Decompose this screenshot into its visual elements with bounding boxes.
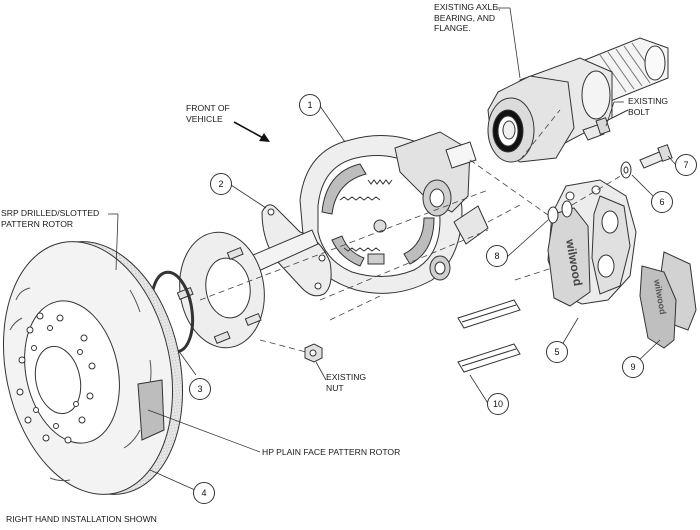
label-existing-nut: EXISTING NUT xyxy=(326,372,366,393)
callout-5: 5 xyxy=(546,341,568,363)
front-arrow xyxy=(233,121,270,142)
label-srp-rotor: SRP DRILLED/SLOTTED PATTERN ROTOR xyxy=(1,208,99,229)
label-existing-axle-line: BEARING, AND xyxy=(434,12,496,23)
installation-caption: RIGHT HAND INSTALLATION SHOWN xyxy=(6,514,157,524)
callout-9: 9 xyxy=(622,356,644,378)
axle-hub-flange xyxy=(176,229,319,349)
callout-7: 7 xyxy=(675,154,697,176)
rotor xyxy=(2,241,184,495)
label-existing-bolt-line: BOLT xyxy=(628,106,650,117)
existing-nut xyxy=(304,343,323,363)
label-existing-bolt-line: EXISTING xyxy=(628,96,669,106)
label-srp-rotor-line: SRP DRILLED/SLOTTED xyxy=(1,208,100,218)
callout-6: 6 xyxy=(651,191,673,213)
label-hp-rotor: HP PLAIN FACE PATTERN ROTOR xyxy=(262,447,401,457)
callout-10: 10 xyxy=(487,393,509,415)
axle-assembly xyxy=(487,37,669,163)
rotor-drilled-holes xyxy=(16,312,96,444)
callout-3: 3 xyxy=(189,378,211,400)
brake-pads: wilwood xyxy=(639,251,697,349)
label-front-of-vehicle: FRONT OF VEHICLE xyxy=(186,103,230,124)
label-existing-axle-line: FLANGE. xyxy=(434,23,471,33)
callout-4: 4 xyxy=(193,482,215,504)
backing-plate-parking-brake xyxy=(299,131,489,294)
label-existing-axle: EXISTING AXLE, BEARING, AND FLANGE. xyxy=(434,2,500,34)
label-front-of-vehicle-line: FRONT OF xyxy=(186,103,230,113)
callout-2: 2 xyxy=(210,173,232,195)
label-existing-axle-line: EXISTING AXLE, xyxy=(434,2,501,12)
assembly-centerlines xyxy=(199,109,625,353)
label-existing-nut-line: NUT xyxy=(326,382,344,393)
label-existing-nut-line: EXISTING xyxy=(326,372,367,382)
callout-1: 1 xyxy=(299,94,321,116)
mount-hardware xyxy=(547,144,673,224)
label-existing-bolt: EXISTING BOLT xyxy=(628,96,668,117)
caliper: wilwood xyxy=(547,179,637,307)
rotor-slots xyxy=(9,287,152,482)
label-front-of-vehicle-line: VEHICLE xyxy=(186,113,223,124)
pad-retainer-clips xyxy=(457,299,521,373)
label-srp-rotor-line: PATTERN ROTOR xyxy=(1,218,74,229)
callout-8: 8 xyxy=(486,245,508,267)
